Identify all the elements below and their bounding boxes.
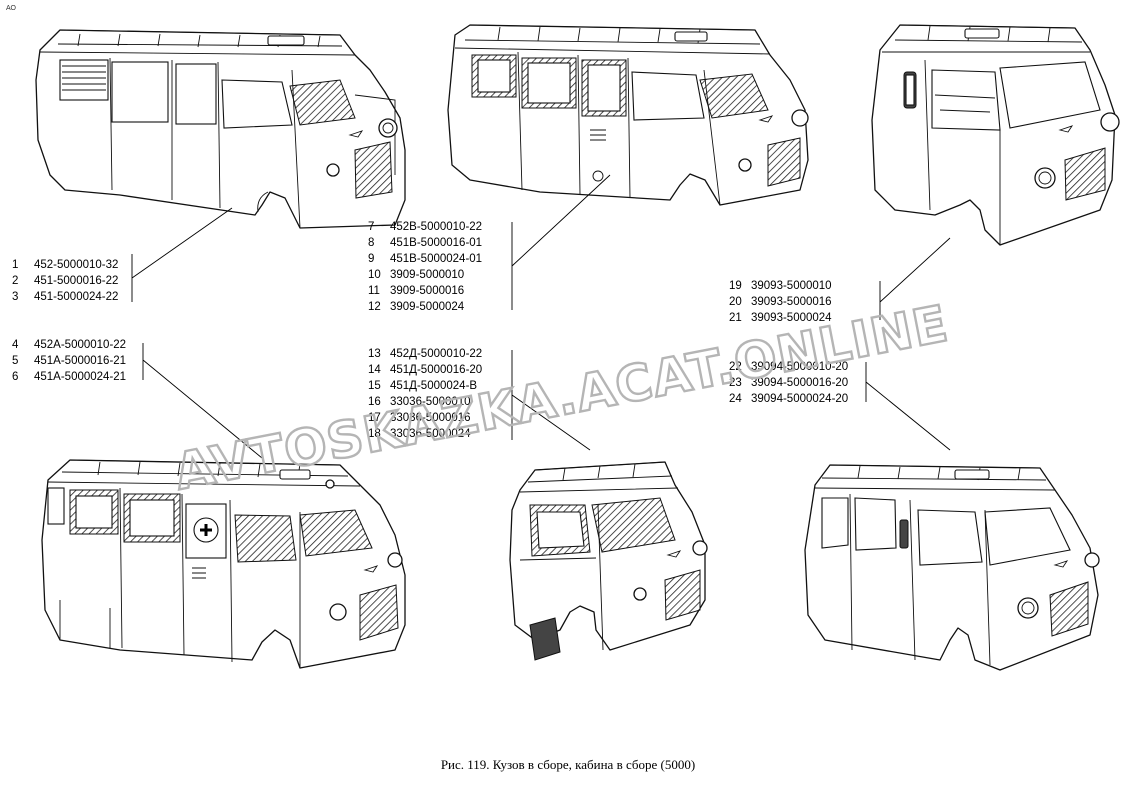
part-number-16: 33036-5000010: [390, 396, 471, 408]
part-index-15: 15: [368, 380, 381, 392]
part-number-15: 451Д-5000024-В: [390, 380, 477, 392]
part-index-13: 13: [368, 348, 381, 360]
label-group-g5: 19 39093-5000010 20 39093-5000016 21 39093-50…: [729, 280, 832, 324]
part-index-21: 21: [729, 312, 742, 324]
part-index-18: 18: [368, 428, 381, 440]
part-number-labels: 1 452-5000010-32 2 451-5000016-22 3 451-50000…: [12, 221, 848, 440]
part-index-24: 24: [729, 393, 742, 405]
label-group-g3: 7 452В-5000010-22 8 451В-5000016-01 9 451В-50…: [368, 221, 482, 313]
part-index-8: 8: [368, 237, 374, 249]
part-number-5: 451А-5000016-21: [34, 355, 126, 367]
van-452a-drawing: [41, 459, 406, 669]
cab-39093-drawing: [871, 24, 1120, 246]
part-number-18: 33036-5000024: [390, 428, 471, 440]
callout-lines: [131, 174, 951, 459]
part-number-14: 451Д-5000016-20: [390, 364, 482, 376]
callout-g5: [879, 237, 951, 320]
part-number-11: 3909-5000016: [390, 285, 464, 297]
part-index-9: 9: [368, 253, 374, 265]
part-number-3: 451-5000024-22: [34, 291, 118, 303]
van-452-drawing: [35, 29, 406, 229]
part-number-2: 451-5000016-22: [34, 275, 118, 287]
part-number-8: 451В-5000016-01: [390, 237, 482, 249]
part-number-10: 3909-5000010: [390, 269, 464, 281]
callout-g3: [511, 174, 611, 310]
part-index-6: 6: [12, 371, 18, 383]
part-index-12: 12: [368, 301, 381, 313]
part-index-4: 4: [12, 339, 19, 351]
part-index-16: 16: [368, 396, 381, 408]
part-index-19: 19: [729, 280, 742, 292]
part-index-23: 23: [729, 377, 742, 389]
part-number-23: 39094-5000016-20: [751, 377, 848, 389]
part-number-9: 451В-5000024-01: [390, 253, 482, 265]
cab-452d-drawing: [509, 461, 708, 661]
corner-mark: АО: [6, 5, 17, 12]
label-group-g2: 4 452А-5000010-22 5 451А-5000016-21 6 451А-50…: [12, 339, 126, 383]
part-number-4: 452А-5000010-22: [34, 339, 126, 351]
van-452v-drawing: [447, 24, 809, 206]
label-group-g4: 13 452Д-5000010-22 14 451Д-5000016-20 15 451Д…: [368, 348, 482, 440]
part-index-22: 22: [729, 361, 742, 373]
part-number-6: 451А-5000024-21: [34, 371, 126, 383]
van-39094-drawing: [804, 464, 1100, 671]
part-number-22: 39094-5000010-20: [751, 361, 848, 373]
label-group-g6: 22 39094-5000010-20 23 39094-5000016-20 24 39…: [729, 361, 848, 405]
part-number-20: 39093-5000016: [751, 296, 832, 308]
part-number-24: 39094-5000024-20: [751, 393, 848, 405]
part-index-17: 17: [368, 412, 381, 424]
part-index-1: 1: [12, 259, 18, 271]
part-index-10: 10: [368, 269, 381, 281]
label-group-g1: 1 452-5000010-32 2 451-5000016-22 3 451-50000…: [12, 259, 118, 303]
part-index-3: 3: [12, 291, 18, 303]
part-index-14: 14: [368, 364, 381, 376]
part-number-21: 39093-5000024: [751, 312, 832, 324]
part-number-19: 39093-5000010: [751, 280, 832, 292]
figure-caption: Рис. 119. Кузов в сборе, кабина в сборе …: [440, 757, 696, 772]
part-number-7: 452В-5000010-22: [390, 221, 482, 233]
part-number-13: 452Д-5000010-22: [390, 348, 482, 360]
part-index-5: 5: [12, 355, 18, 367]
callout-g4: [511, 350, 591, 451]
part-number-12: 3909-5000024: [390, 301, 465, 313]
callout-g2: [142, 343, 263, 459]
part-number-17: 33036-5000016: [390, 412, 471, 424]
part-index-20: 20: [729, 296, 742, 308]
part-index-11: 11: [368, 285, 380, 297]
part-index-7: 7: [368, 221, 374, 233]
part-number-1: 452-5000010-32: [34, 259, 118, 271]
callout-g6: [865, 362, 951, 451]
callout-g1: [131, 207, 233, 302]
part-index-2: 2: [12, 275, 18, 287]
